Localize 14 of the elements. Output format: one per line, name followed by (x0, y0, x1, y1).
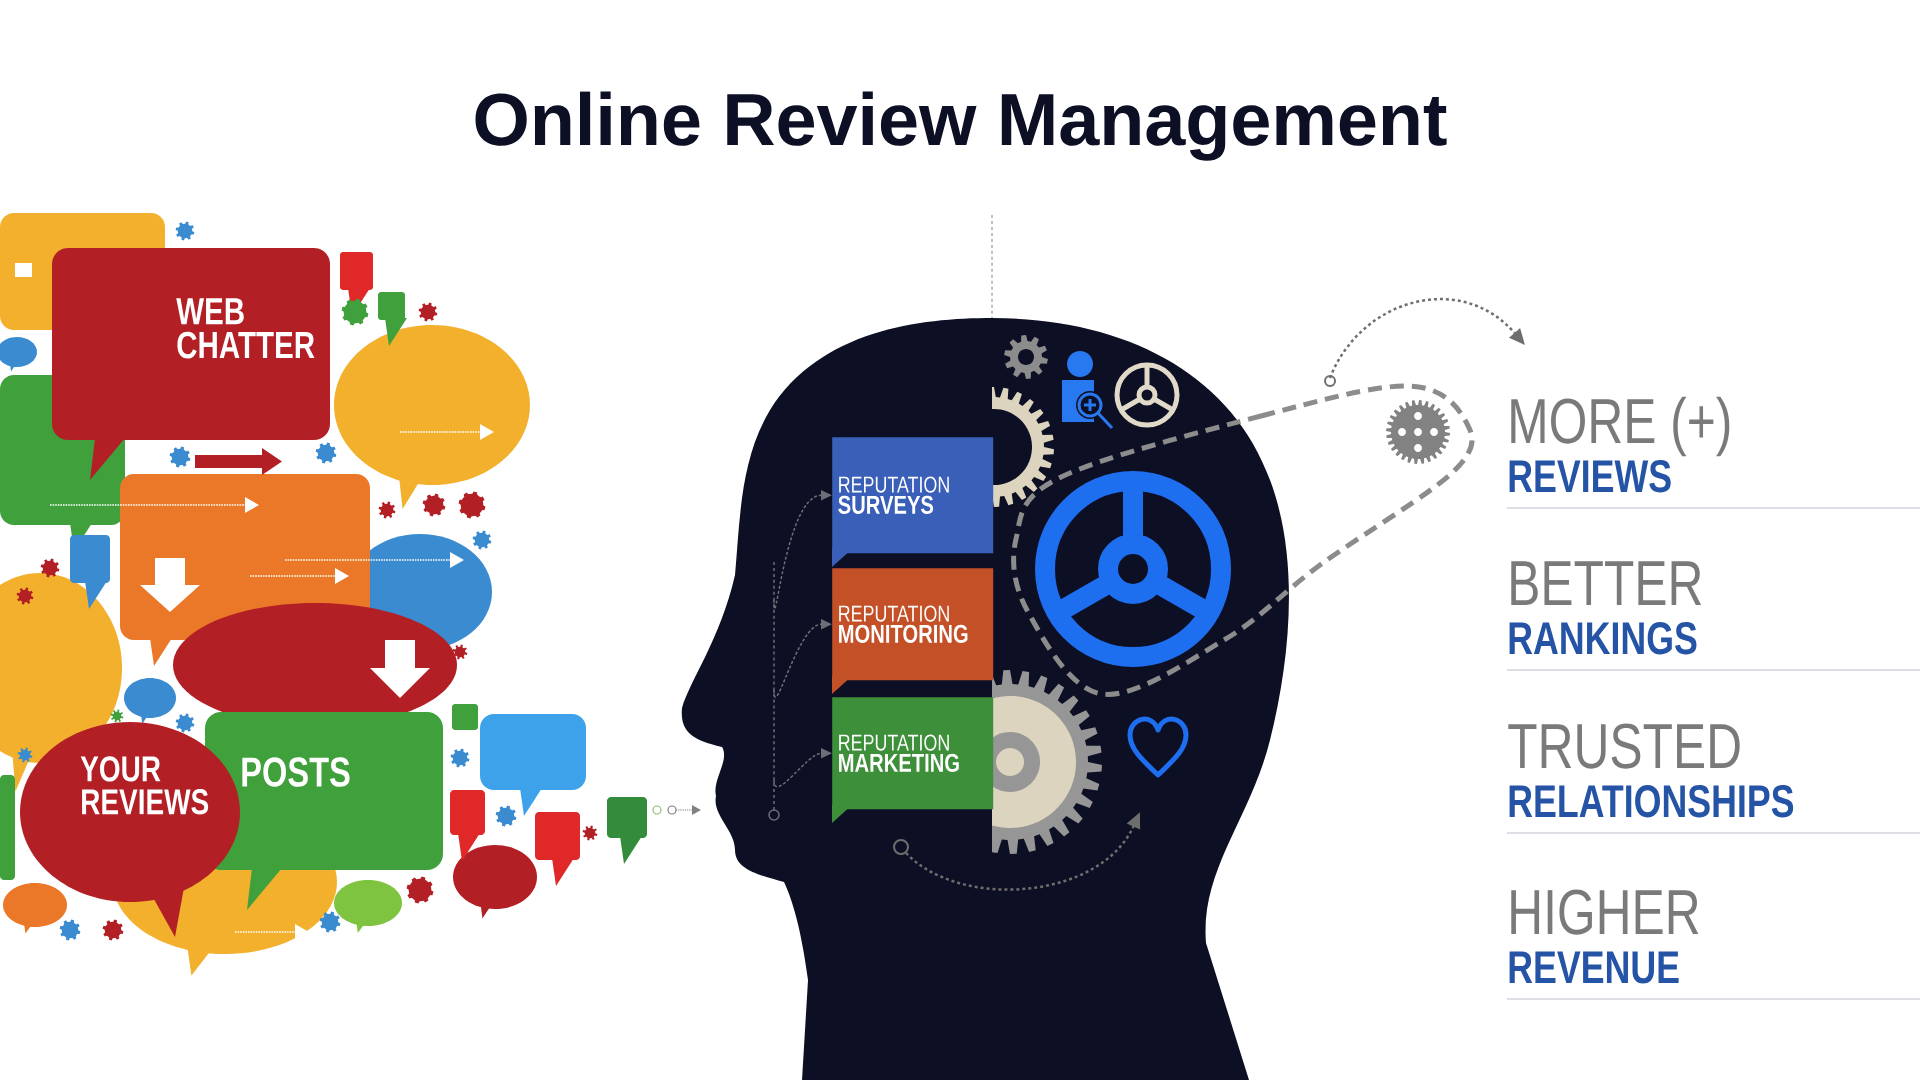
benefit-heading: MORE (+) (1511, 396, 1730, 457)
banner: REPUTATION MONITORING (832, 568, 994, 694)
benefit-heading: TRUSTED (1508, 723, 1740, 769)
title: Online Review Management (475, 91, 1447, 161)
benefit-subheading: REVIEWS (1509, 460, 1671, 493)
banner: REPUTATION SURVEYS (832, 437, 994, 567)
banner: REPUTATION MARKETING (832, 697, 994, 823)
benefit-heading: HIGHER (1511, 889, 1699, 935)
speech-bubble: WEB CHATTER (52, 248, 330, 480)
benefit-subheading: RELATIONSHIPS (1509, 785, 1794, 818)
benefit-subheading: RANKINGS (1509, 622, 1697, 655)
speech-bubble: YOUR REVIEWS (20, 722, 240, 937)
benefit-heading: BETTER (1511, 561, 1702, 605)
benefit-subheading: REVENUE (1509, 951, 1679, 984)
